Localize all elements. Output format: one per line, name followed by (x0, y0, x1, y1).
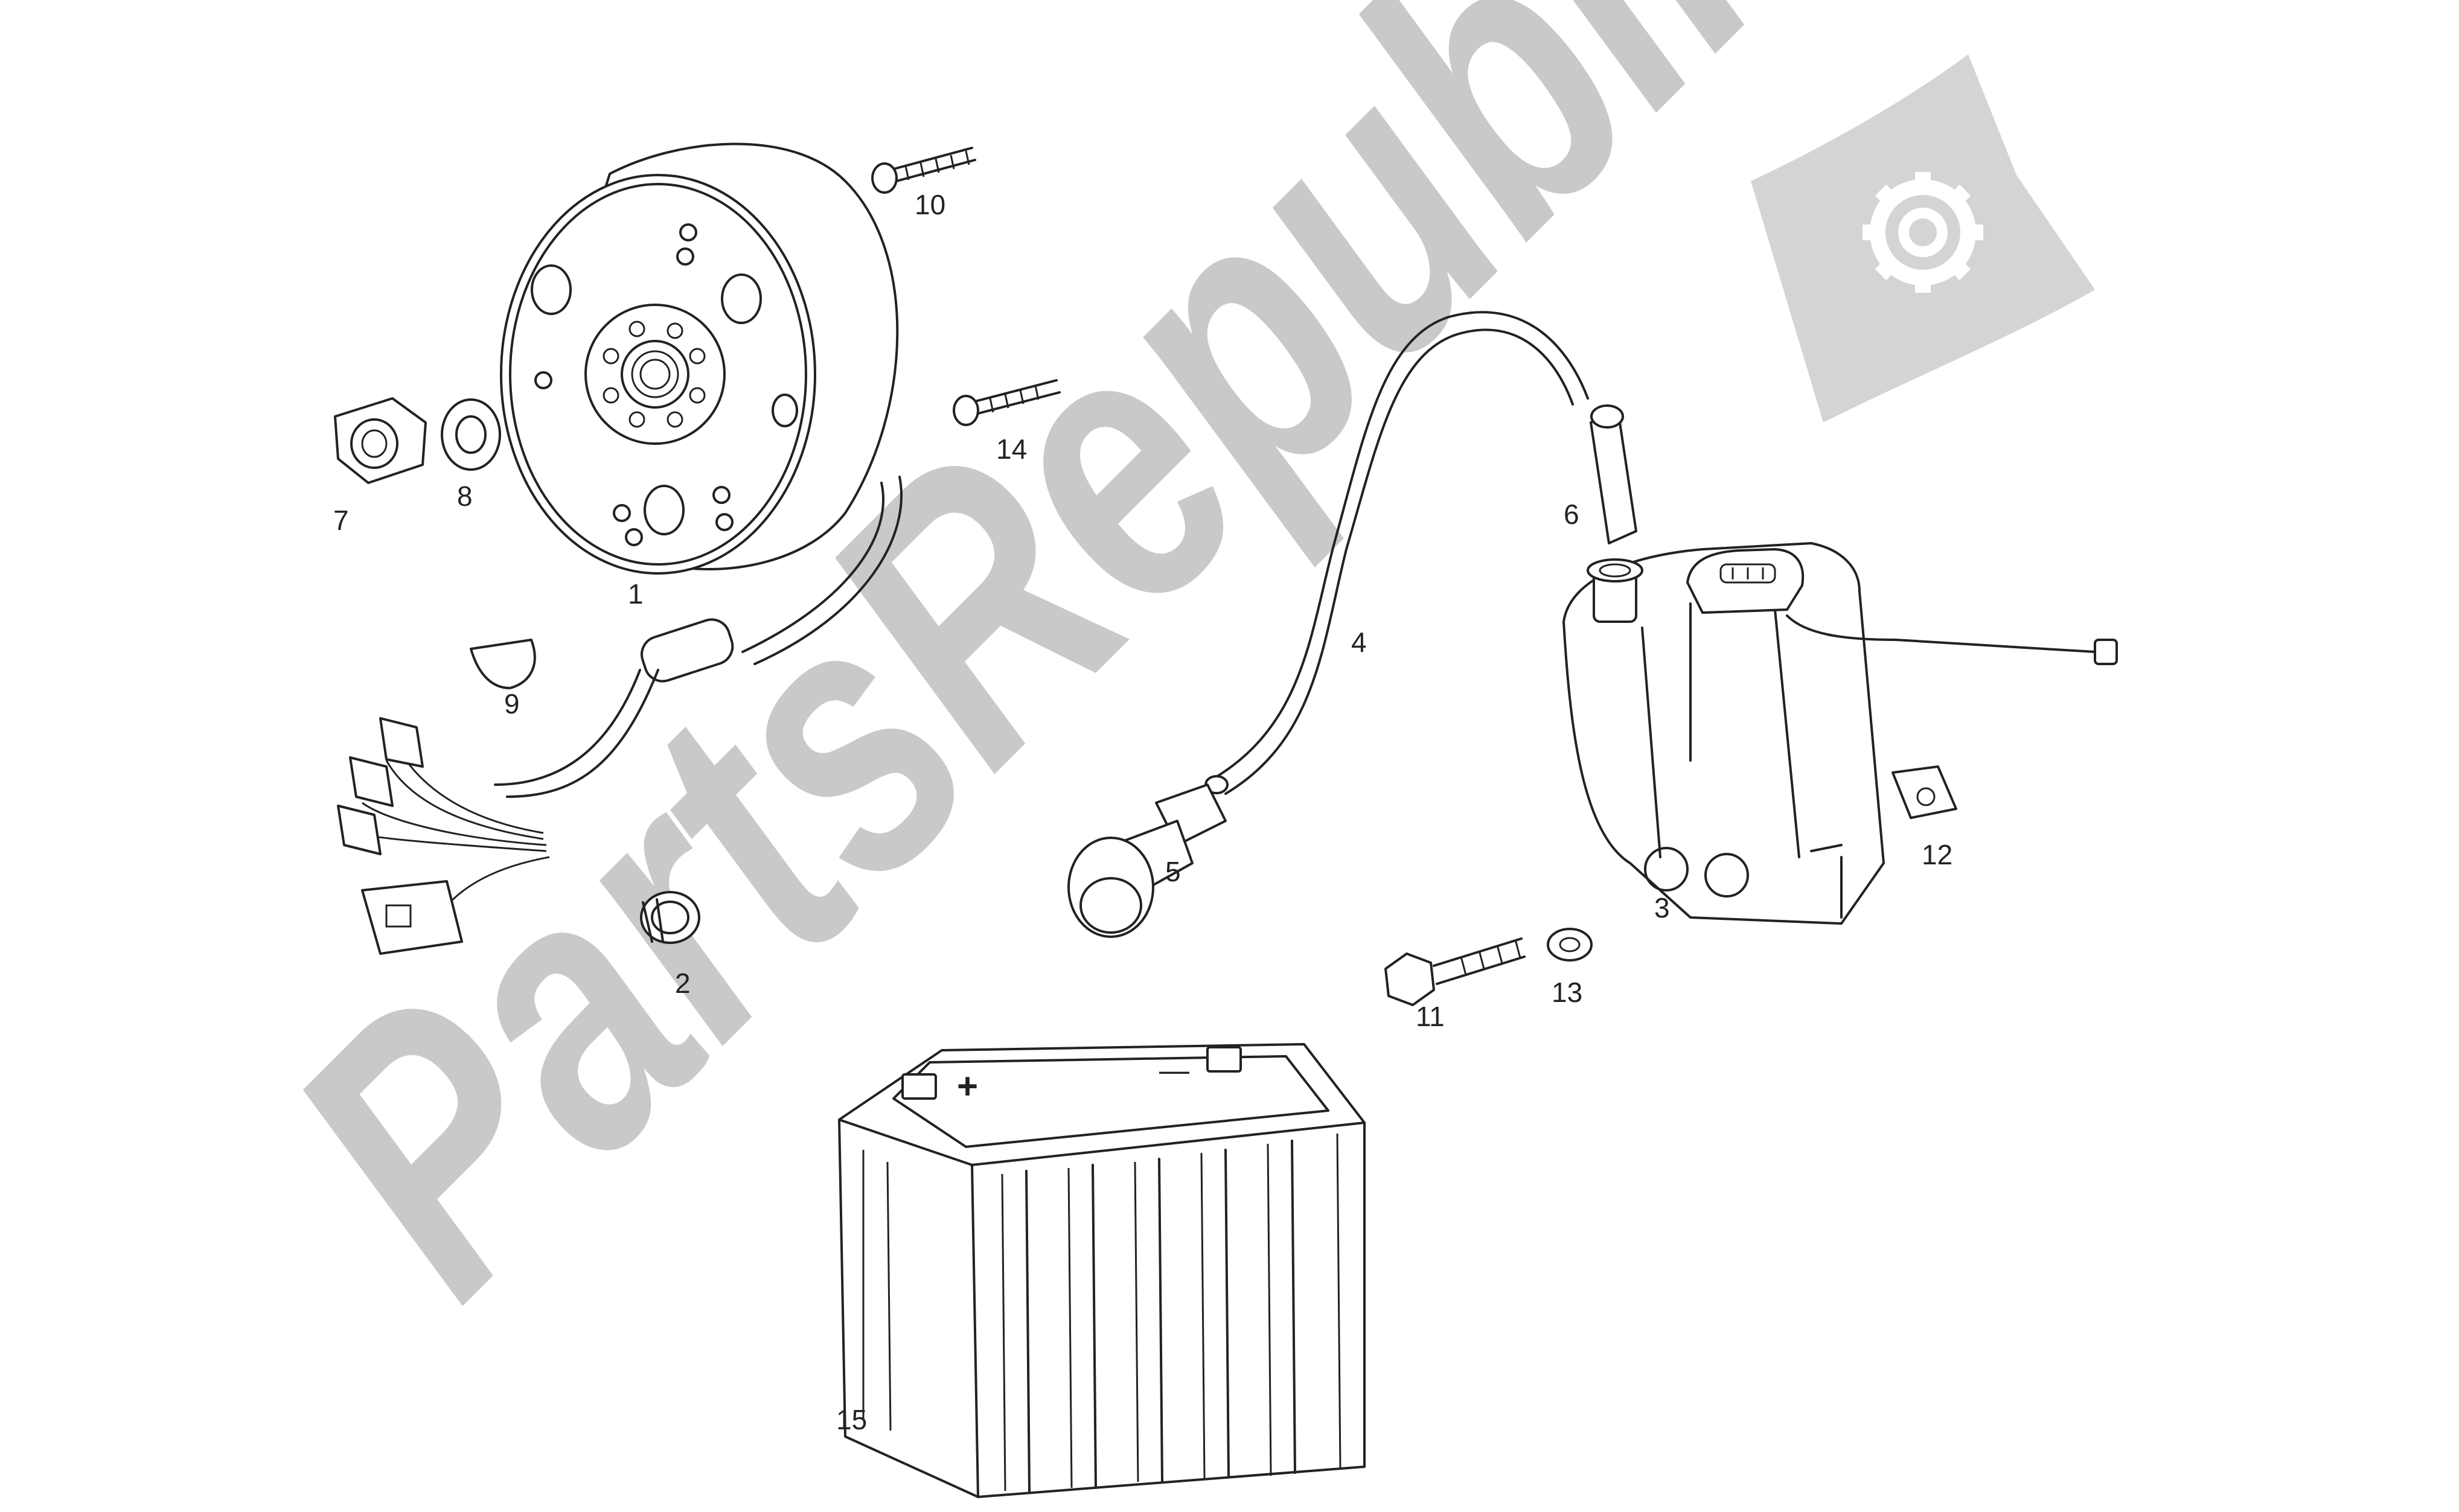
part-label-9: 9 (504, 688, 520, 719)
part-label-3: 3 (1654, 892, 1670, 923)
washer (441, 398, 501, 471)
part-label-14: 14 (996, 433, 1027, 465)
bolt-11 (1384, 937, 1526, 1006)
part-label-1: 1 (628, 578, 644, 610)
ht-lead (1204, 311, 1589, 795)
part-label-13: 13 (1552, 977, 1582, 1008)
woodruff-key (470, 639, 536, 689)
spark-plug-cap (1067, 783, 1227, 938)
part-label-5: 5 (1165, 856, 1181, 887)
part-label-8: 8 (457, 480, 473, 512)
wire-harness (337, 717, 550, 955)
flywheel-rotor (494, 142, 903, 798)
ignition-coil (1562, 542, 2118, 925)
battery-negative-mark: — (1159, 1053, 1189, 1087)
cable-clamp (640, 891, 700, 944)
part-label-4: 4 (1351, 627, 1367, 658)
clip-nut (1891, 765, 1957, 819)
part-label-6: 6 (1564, 499, 1579, 530)
hex-nut (334, 397, 427, 484)
part-label-7: 7 (333, 505, 349, 536)
battery-positive-mark: + (957, 1066, 978, 1106)
battery: + — (838, 1043, 1366, 1498)
screw-14 (953, 379, 1061, 426)
screw-10 (871, 147, 976, 194)
part-label-2: 2 (675, 968, 691, 999)
part-label-10: 10 (915, 189, 945, 220)
part-label-12: 12 (1922, 839, 1952, 870)
washer-13 (1547, 928, 1593, 962)
boot-connector (1590, 404, 1637, 544)
part-label-15: 15 (836, 1404, 867, 1435)
part-labels: 1 2 3 4 5 6 7 8 9 10 11 12 13 14 15 (333, 189, 1952, 1435)
gear-flag-icon (1751, 54, 2095, 423)
part-label-11: 11 (1416, 1001, 1445, 1032)
